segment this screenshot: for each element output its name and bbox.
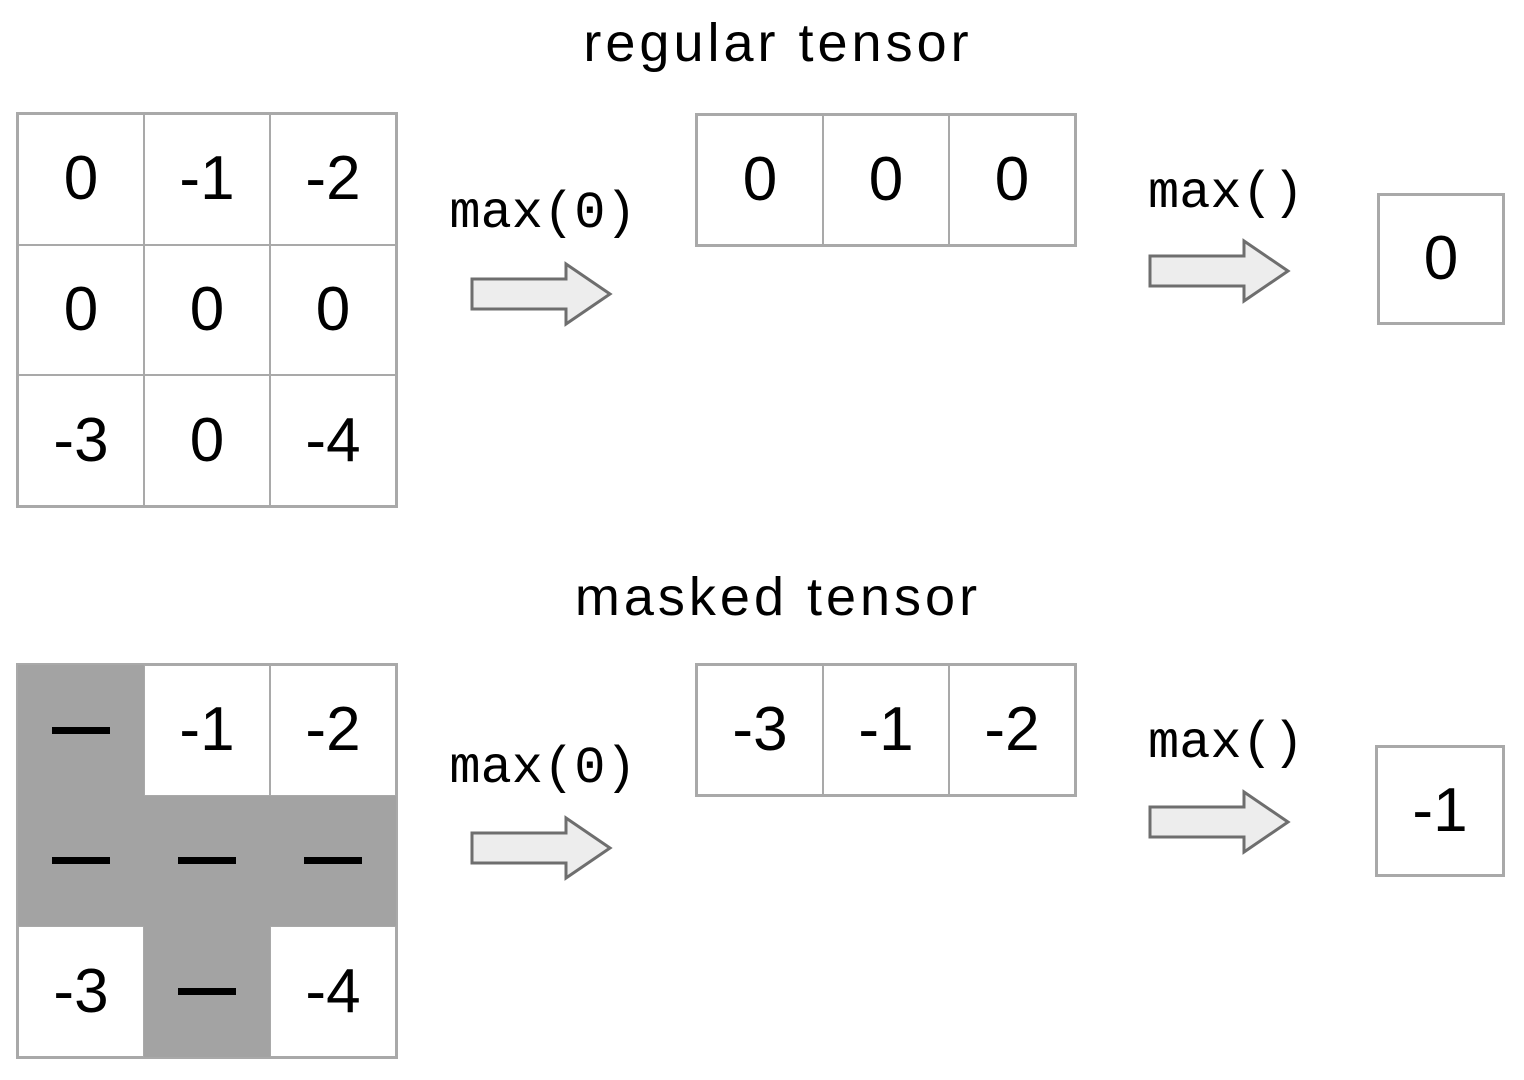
mask-dash-icon	[52, 726, 110, 734]
tensor-cell: 0	[823, 115, 949, 245]
masked-tensor-title: masked tensor	[574, 567, 982, 627]
mask-dash-icon	[178, 857, 236, 865]
masked-reduced-row-grid: -3 -1 -2	[695, 663, 1077, 797]
arrow-right-icon	[1148, 789, 1291, 855]
masked-tensor-cell	[144, 926, 270, 1057]
tensor-cell: -3	[18, 926, 144, 1057]
masked-tensor-cell	[18, 665, 144, 796]
tensor-cell: 0	[18, 114, 144, 245]
max-dim0-label: max(0)	[449, 184, 637, 243]
regular-result-cell-grid: 0	[1377, 193, 1505, 325]
tensor-cell: 0	[18, 244, 144, 376]
tensor-cell: -1	[823, 665, 949, 795]
tensor-cell: -1	[144, 114, 270, 245]
result-cell: 0	[1379, 195, 1503, 323]
mask-dash-icon	[178, 988, 236, 996]
max-all-label: max()	[1147, 714, 1305, 773]
arrow-right-icon	[1148, 238, 1291, 304]
result-cell: -1	[1377, 747, 1503, 875]
tensor-cell: -3	[697, 665, 823, 795]
tensor-cell: 0	[697, 115, 823, 245]
tensor-cell: 0	[270, 244, 396, 376]
max-all-label: max()	[1147, 164, 1305, 223]
regular-input-tensor-grid: 0 -1 -2 0 0 0 -3 0 -4	[16, 112, 398, 508]
tensor-cell: -4	[270, 375, 396, 506]
max-dim0-label: max(0)	[449, 739, 637, 798]
tensor-cell: -2	[270, 114, 396, 245]
tensor-cell: -3	[18, 375, 144, 506]
tensor-cell: -2	[949, 665, 1075, 795]
masked-result-cell-grid: -1	[1375, 745, 1505, 877]
tensor-cell: 0	[144, 244, 270, 376]
arrow-right-icon	[470, 815, 613, 881]
tensor-cell: -1	[144, 665, 270, 796]
mask-dash-icon	[52, 857, 110, 865]
masked-tensor-cell	[18, 795, 144, 927]
mask-dash-icon	[304, 857, 362, 865]
tensor-cell: 0	[144, 375, 270, 506]
masked-tensor-cell	[144, 795, 270, 927]
arrow-right-icon	[470, 261, 613, 327]
regular-reduced-row-grid: 0 0 0	[695, 113, 1077, 247]
tensor-cell: -4	[270, 926, 396, 1057]
tensor-cell: -2	[270, 665, 396, 796]
tensor-cell: 0	[949, 115, 1075, 245]
masked-tensor-cell	[270, 795, 396, 927]
masked-input-tensor-grid: -1 -2 -3 -4	[16, 663, 398, 1059]
regular-tensor-title: regular tensor	[583, 13, 973, 73]
